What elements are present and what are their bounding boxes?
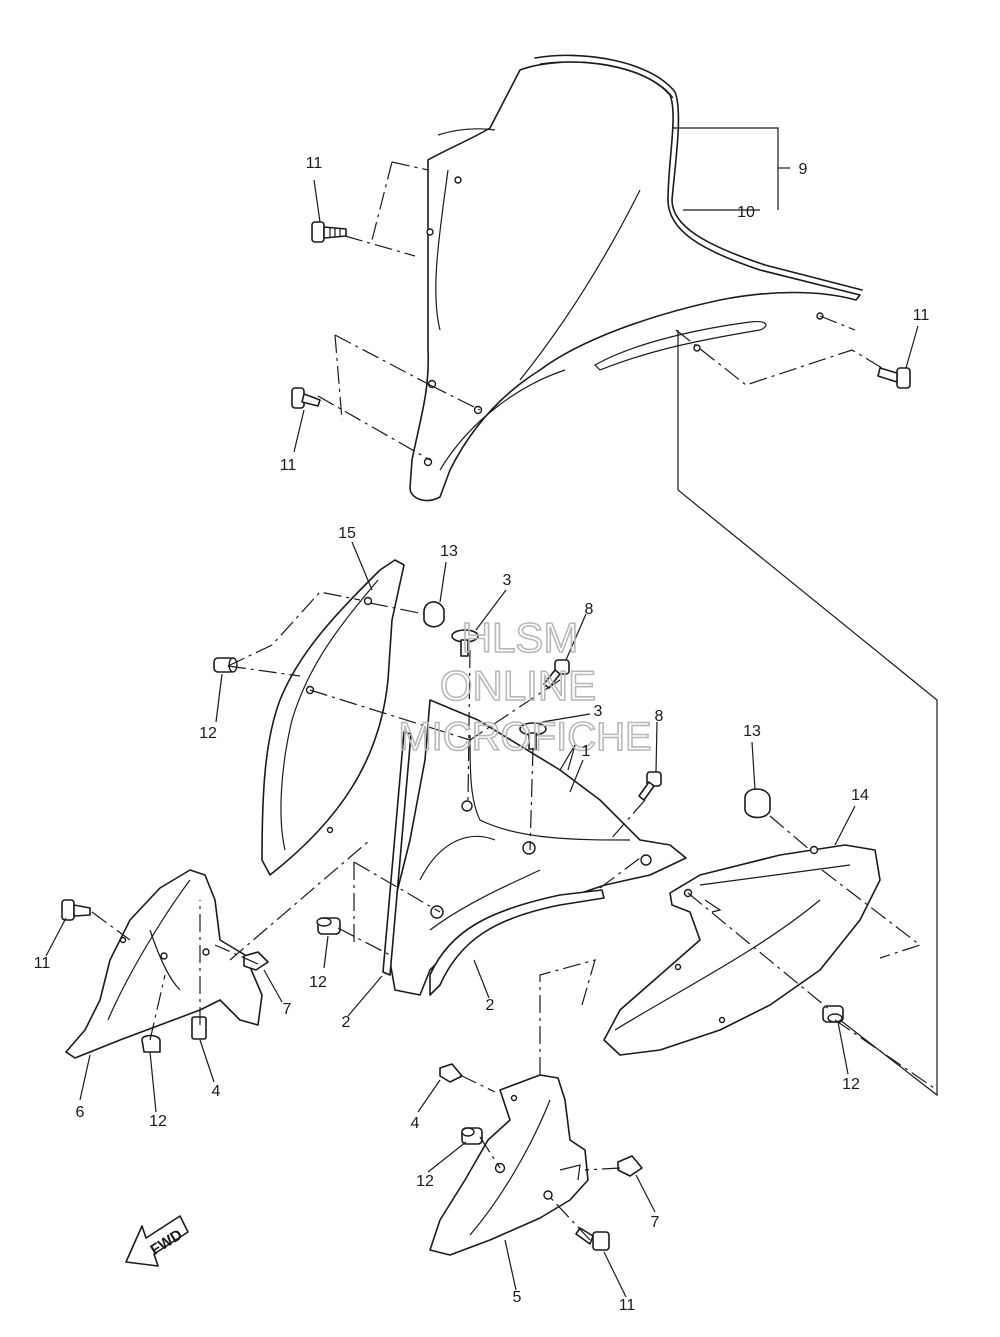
watermark-line2: ONLINE xyxy=(440,662,596,709)
callout-15: 15 xyxy=(338,525,356,542)
callout-4: 4 xyxy=(212,1083,221,1100)
under-cowl-5 xyxy=(429,1074,589,1256)
collar-12-lower xyxy=(461,1127,483,1145)
callout-1: 1 xyxy=(582,743,591,760)
screw-3-upper xyxy=(451,629,479,657)
windshield-leaders xyxy=(317,161,938,1097)
callout-3: 3 xyxy=(594,703,603,720)
collar-12-left-lower xyxy=(141,1034,161,1053)
callout-2: 2 xyxy=(342,1014,351,1031)
nut-4-lower xyxy=(439,1063,463,1083)
nut-7-lower xyxy=(617,1155,643,1177)
screw-11-top-left xyxy=(311,221,347,243)
screw-8-lower xyxy=(638,771,662,801)
callout-12: 12 xyxy=(309,974,327,991)
callout-11: 11 xyxy=(306,155,323,172)
screw-11-right xyxy=(877,367,911,389)
screw-11-left xyxy=(61,899,91,921)
callout-11: 11 xyxy=(280,457,297,474)
callout-7: 7 xyxy=(651,1214,660,1231)
watermark-line3: MICROFICHE xyxy=(398,715,651,759)
callout-12: 12 xyxy=(416,1173,434,1190)
nut-4-left xyxy=(191,1016,207,1040)
inner-panel-15 xyxy=(261,559,405,876)
callout-7: 7 xyxy=(283,1001,292,1018)
callout-10: 10 xyxy=(737,204,755,221)
callout-8: 8 xyxy=(585,601,594,618)
lower-assembly-leaders xyxy=(91,591,938,1241)
callout-6: 6 xyxy=(76,1104,85,1121)
grommet-13-left xyxy=(423,601,445,628)
callout-9: 9 xyxy=(799,161,808,178)
callout-12: 12 xyxy=(842,1076,860,1093)
callout-11: 11 xyxy=(34,955,51,972)
bracket-9-10 xyxy=(672,127,790,211)
lower-cowl-6 xyxy=(65,869,263,1059)
callout-13: 13 xyxy=(440,543,458,560)
callout-12: 12 xyxy=(199,725,217,742)
callout-leaders xyxy=(45,179,919,1298)
callout-11: 11 xyxy=(913,307,930,324)
callout-12: 12 xyxy=(149,1113,167,1130)
callout-8: 8 xyxy=(655,708,664,725)
screw-11-lower xyxy=(575,1227,610,1251)
callout-11: 11 xyxy=(619,1297,636,1314)
watermark: HLSM ONLINE MICROFICHE xyxy=(398,613,653,760)
fwd-arrow: FWD xyxy=(125,1215,189,1267)
screw-11-mid-left xyxy=(291,387,321,409)
callout-14: 14 xyxy=(851,787,869,804)
callout-3: 3 xyxy=(503,572,512,589)
collar-12-center xyxy=(316,917,341,935)
side-panel-14 xyxy=(603,844,881,1056)
nut-7-left xyxy=(243,951,269,971)
watermark-line1: HLSM xyxy=(462,614,579,661)
collar-12-right xyxy=(822,1005,844,1023)
grommet-13-right xyxy=(744,788,771,819)
callout-labels: 11 9 10 11 11 15 13 3 8 3 8 1 13 14 12 1… xyxy=(34,155,930,1314)
callout-5: 5 xyxy=(513,1289,522,1306)
callout-4: 4 xyxy=(411,1115,420,1132)
collar-12-upper xyxy=(213,657,238,673)
trim-strip-2-left xyxy=(382,731,412,976)
windshield xyxy=(409,54,863,502)
callout-13: 13 xyxy=(743,723,761,740)
callout-2: 2 xyxy=(486,997,495,1014)
trim-strip-2-lower xyxy=(429,889,605,996)
